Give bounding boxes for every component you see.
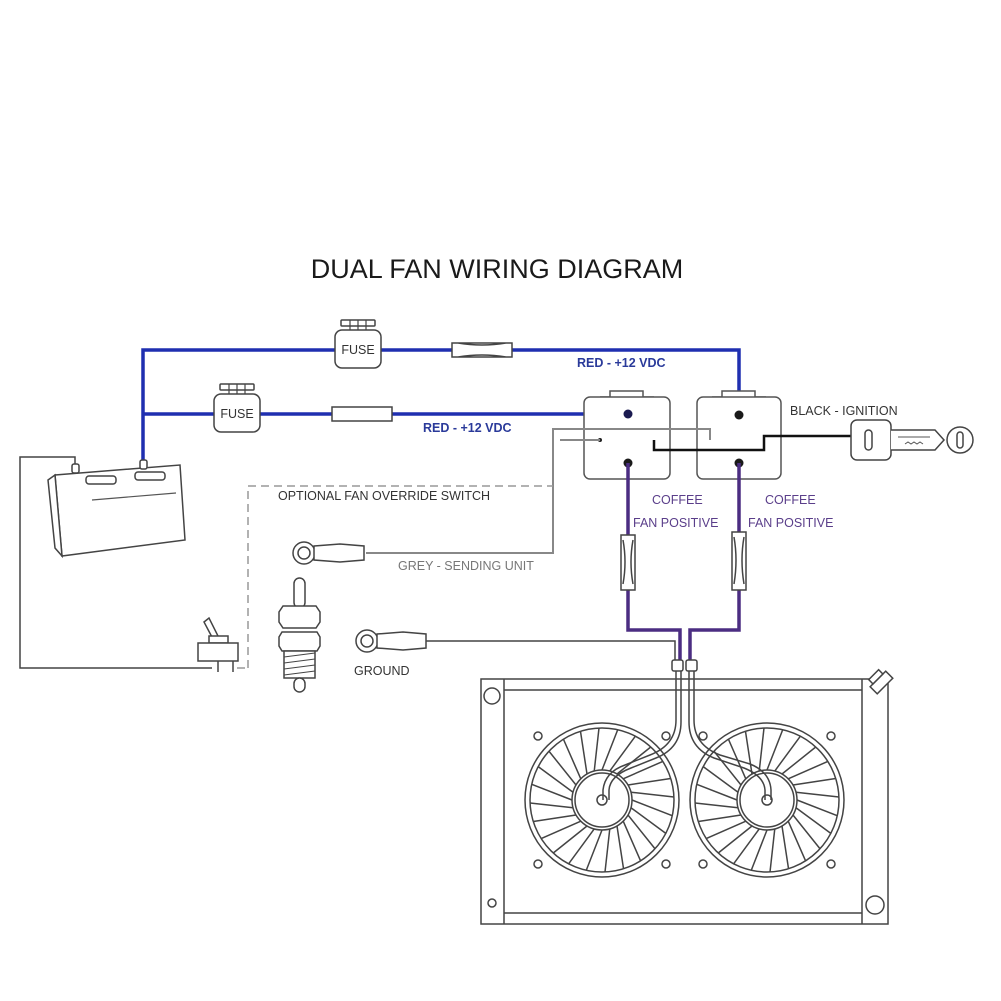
fan-right-icon	[689, 722, 845, 878]
ground-ring-terminal	[355, 629, 427, 653]
relay-right	[696, 390, 782, 480]
ground-wire	[426, 640, 676, 660]
red-wire-top-label: RED - +12 VDC	[577, 356, 666, 370]
battery-icon	[47, 459, 186, 559]
red-wire-bottom-label: RED - +12 VDC	[423, 421, 512, 435]
radiator-cap-icon	[867, 668, 894, 695]
black-ignition-wire	[652, 434, 852, 452]
fan-left-harness	[602, 671, 677, 800]
fan-connectors	[671, 659, 698, 672]
black-ignition-label: BLACK - IGNITION	[790, 404, 898, 418]
ground-label: GROUND	[354, 664, 410, 678]
butt-connector-left-fan	[620, 534, 636, 591]
temperature-sending-unit	[278, 577, 321, 693]
fan-assembly	[524, 722, 845, 878]
butt-connector-top	[451, 342, 513, 358]
fan-right-harness	[688, 671, 766, 800]
grey-sending-unit-wire	[366, 428, 711, 554]
radiator	[480, 668, 894, 925]
override-toggle-switch[interactable]	[197, 616, 239, 672]
fuse-top: FUSE	[334, 319, 382, 369]
battery-positive-trunk	[141, 348, 335, 462]
coffee-right-label-2: FAN POSITIVE	[748, 516, 833, 530]
override-dashed-line	[247, 485, 553, 668]
fuse-bottom-label: FUSE	[220, 407, 253, 421]
diagram-title: DUAL FAN WIRING DIAGRAM	[311, 254, 684, 284]
grey-sending-unit-label: GREY - SENDING UNIT	[398, 559, 534, 573]
butt-connector-right-fan	[731, 531, 747, 591]
coffee-left-label-1: COFFEE	[652, 493, 703, 507]
coffee-right-label-1: COFFEE	[765, 493, 816, 507]
coffee-left-label-2: FAN POSITIVE	[633, 516, 718, 530]
fuse-bottom: FUSE	[213, 383, 261, 433]
coffee-fan-positive-wires	[626, 463, 741, 660]
butt-connector-bottom	[331, 406, 393, 422]
fan-left-icon	[524, 722, 680, 878]
relay-left	[583, 390, 671, 480]
override-switch-label: OPTIONAL FAN OVERRIDE SWITCH	[278, 489, 490, 503]
fuse-top-label: FUSE	[341, 343, 374, 357]
switch-ground-wire	[19, 456, 212, 669]
ignition-key-icon	[850, 419, 974, 461]
sending-unit-ring-terminal	[292, 541, 365, 565]
